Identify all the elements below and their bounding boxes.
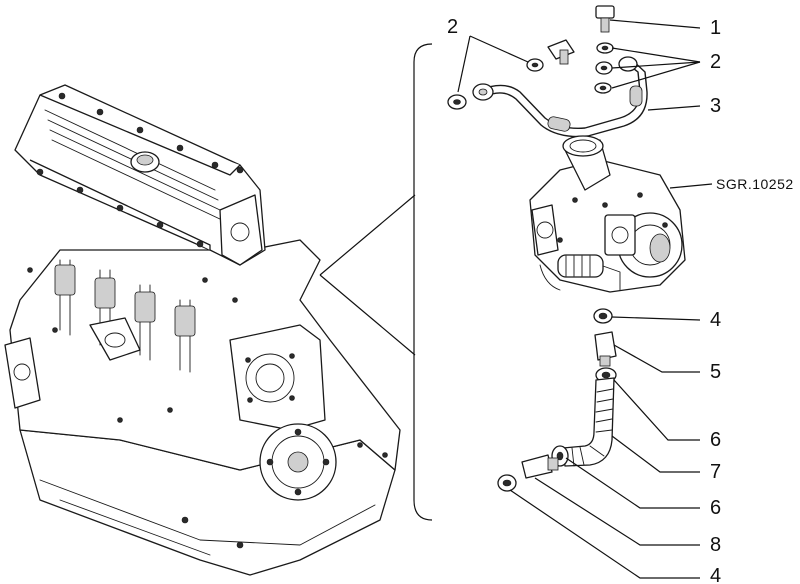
callout-3: 3 bbox=[710, 95, 721, 117]
callout-1: 1 bbox=[710, 17, 721, 39]
callout-2-right: 2 bbox=[710, 51, 721, 73]
callout-4-top: 4 bbox=[710, 309, 721, 331]
turbocharger-illustration bbox=[529, 135, 686, 293]
exploded-view-bracket bbox=[413, 43, 433, 521]
oil-feed-pipe-assembly bbox=[447, 5, 648, 138]
engine-block-illustration bbox=[4, 84, 416, 576]
drawing-reference-code: SGR.10252 bbox=[716, 176, 794, 192]
callout-5: 5 bbox=[710, 361, 721, 383]
callout-6-top: 6 bbox=[710, 429, 721, 451]
callout-leader-lines bbox=[457, 19, 713, 579]
callout-8: 8 bbox=[710, 534, 721, 556]
callout-2-left: 2 bbox=[447, 16, 458, 38]
callout-6-bottom: 6 bbox=[710, 497, 721, 519]
oil-drain-assembly bbox=[497, 308, 617, 492]
callout-4-bottom: 4 bbox=[710, 565, 721, 584]
callout-7: 7 bbox=[710, 461, 721, 483]
